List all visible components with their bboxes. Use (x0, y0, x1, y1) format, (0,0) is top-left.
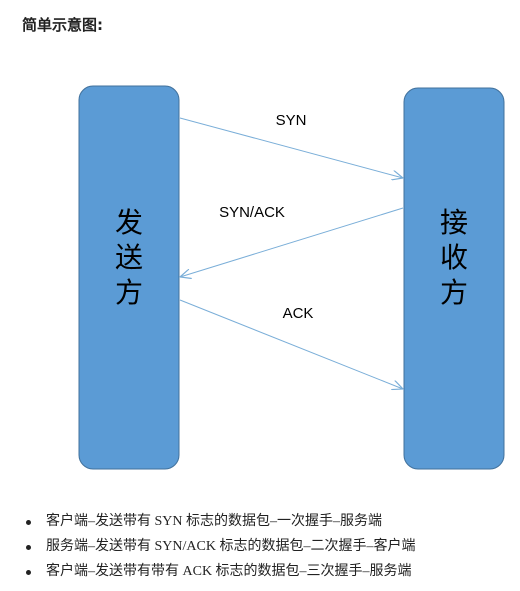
ack-arrow (179, 299, 403, 389)
receiver-label-char-1: 接 (440, 206, 468, 239)
handshake-diagram: 发 送 方 接 收 方 SYN SYN/ACK ACK (78, 85, 505, 470)
sender-label-char-1: 发 (115, 206, 143, 239)
diagram-heading: 简单示意图: (22, 16, 103, 34)
bullet-dot (26, 570, 31, 575)
receiver-box (403, 87, 505, 470)
sender-label-char-2: 送 (115, 241, 143, 274)
list-item: 客户端–发送带有 SYN 标志的数据包–一次握手–服务端 (24, 512, 415, 537)
handshake-steps-list: 客户端–发送带有 SYN 标志的数据包–一次握手–服务端 服务端–发送带有 SY… (24, 512, 415, 587)
ack-label: ACK (283, 305, 314, 322)
list-item: 客户端–发送带有带有 ACK 标志的数据包–三次握手–服务端 (24, 562, 415, 587)
syn-ack-arrow (180, 207, 404, 277)
bullet-dot (26, 520, 31, 525)
syn-ack-label: SYN/ACK (219, 204, 285, 221)
receiver-label-char-3: 方 (440, 276, 468, 309)
syn-arrow (179, 117, 403, 178)
list-item-text: 客户端–发送带有带有 ACK 标志的数据包–三次握手–服务端 (46, 564, 412, 579)
list-item: 服务端–发送带有 SYN/ACK 标志的数据包–二次握手–客户端 (24, 537, 415, 562)
list-item-text: 服务端–发送带有 SYN/ACK 标志的数据包–二次握手–客户端 (46, 539, 416, 554)
receiver-label-char-2: 收 (440, 241, 468, 274)
bullet-dot (26, 545, 31, 550)
syn-label: SYN (276, 112, 307, 129)
sender-label-char-3: 方 (115, 276, 143, 309)
list-item-text: 客户端–发送带有 SYN 标志的数据包–一次握手–服务端 (46, 514, 383, 529)
